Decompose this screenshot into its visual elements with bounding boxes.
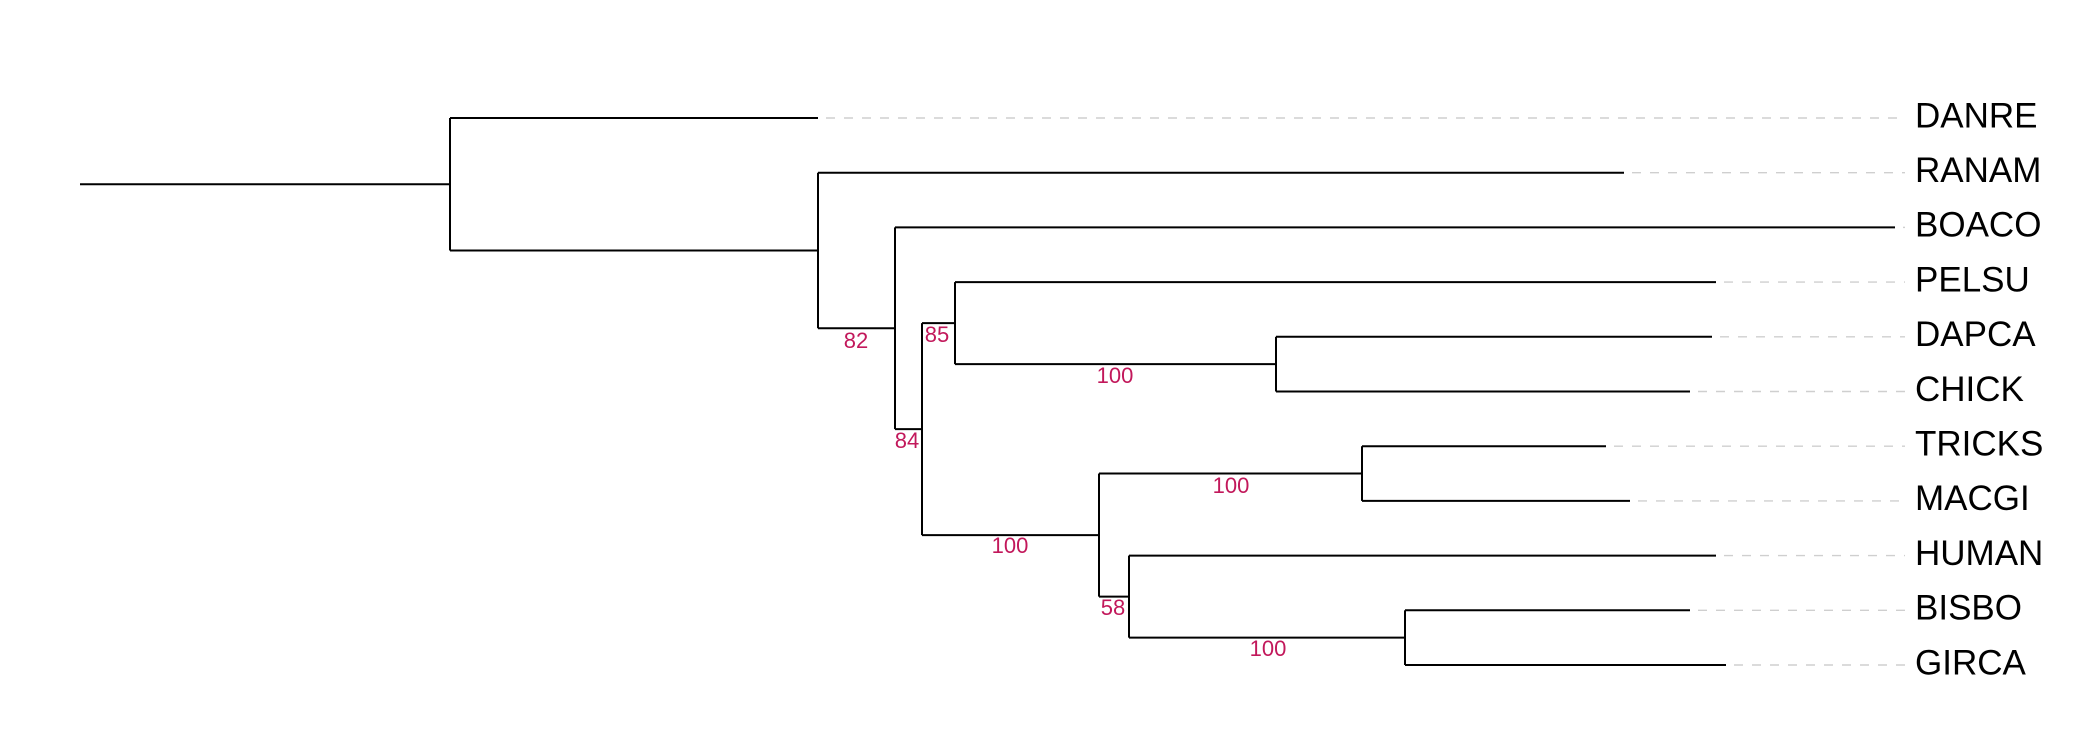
taxon-labels: DANRE RANAM BOACO PELSU DAPCA CHICK TRICKS MACG…	[1915, 96, 2043, 682]
guide-lines	[826, 117, 1905, 666]
taxon-label-girca: GIRCA	[1915, 643, 2027, 682]
taxon-label-chick: CHICK	[1915, 370, 2024, 409]
taxon-label-ranam: RANAM	[1915, 151, 2041, 190]
support-value-n8: 100	[1213, 473, 1250, 498]
support-value-n9: 58	[1101, 595, 1125, 620]
support-value-n10: 100	[1250, 636, 1287, 661]
support-values: 100 85 100 100 58 100 84 82	[844, 322, 1287, 661]
taxon-label-danre: DANRE	[1915, 96, 2038, 135]
support-value-n3: 84	[895, 428, 919, 453]
support-value-n5: 85	[925, 322, 949, 347]
taxon-label-bisbo: BISBO	[1915, 589, 2022, 628]
support-value-n2: 82	[844, 328, 868, 353]
taxon-label-boaco: BOACO	[1915, 206, 2041, 245]
taxon-label-macgi: MACGI	[1915, 479, 2030, 518]
taxon-label-pelsu: PELSU	[1915, 260, 2030, 299]
tree-branches	[80, 117, 1895, 666]
taxon-label-human: HUMAN	[1915, 534, 2043, 573]
taxon-label-dapca: DAPCA	[1915, 315, 2036, 354]
support-value-n6: 100	[1097, 363, 1134, 388]
taxon-label-tricks: TRICKS	[1915, 424, 2043, 463]
support-value-n7: 100	[992, 533, 1029, 558]
